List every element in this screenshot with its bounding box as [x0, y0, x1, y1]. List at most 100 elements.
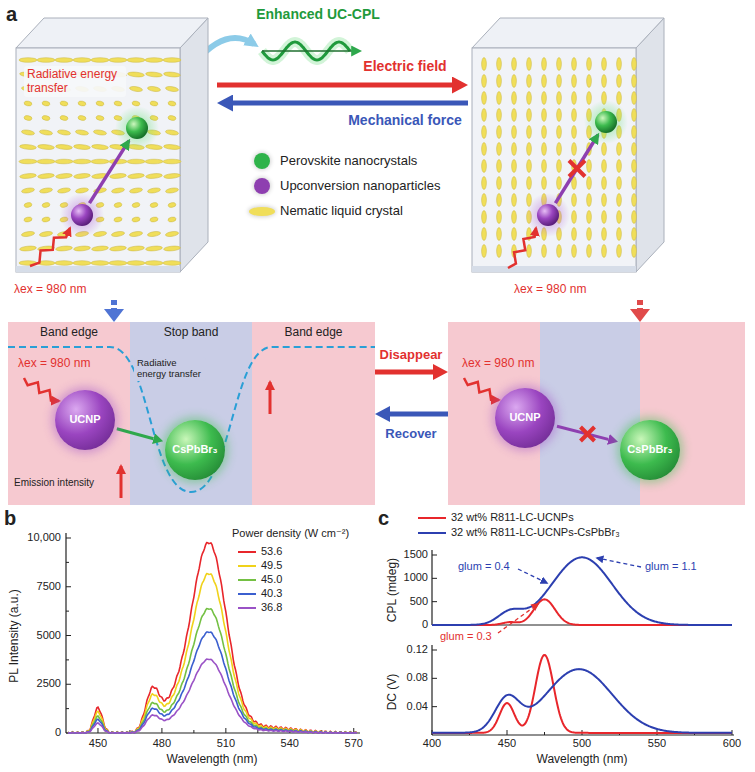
lc-molecule [114, 202, 123, 208]
lc-molecule [42, 202, 51, 208]
pl-spectrum-line [68, 543, 357, 733]
legend-ellipse-swatch [249, 207, 275, 216]
upconversion-glow [60, 193, 104, 237]
lc-molecule [497, 211, 502, 224]
energy-transfer-arrow [555, 135, 598, 203]
g-factor-note: glum = 0.4 [458, 560, 510, 573]
lc-molecule [527, 177, 532, 190]
lc-molecule [145, 159, 163, 164]
lc-molecule [165, 231, 179, 238]
particle-label: UCNP [509, 411, 540, 424]
lc-molecule [512, 58, 517, 71]
lc-molecule [602, 245, 607, 258]
lc-molecule [617, 143, 622, 156]
axis-title: DC (V) [385, 674, 399, 711]
connector-label: Recover [382, 425, 439, 443]
lc-molecule [512, 92, 517, 105]
lc-cell-drawing [12, 10, 217, 300]
lc-molecule [482, 245, 487, 258]
legend-label: 45.0 [261, 573, 282, 586]
lc-molecule [163, 173, 180, 179]
lc-molecule [512, 109, 517, 122]
connector-arrow [117, 429, 154, 439]
annotation-arrow [498, 604, 538, 633]
tick-mark [432, 650, 437, 651]
lc-molecule [37, 58, 55, 63]
lc-molecule [587, 228, 592, 241]
lc-molecule [617, 245, 622, 258]
intensity-arrow [269, 382, 272, 414]
tick-label: 450 [89, 737, 107, 750]
axis-title: Wavelength (nm) [537, 752, 628, 766]
lc-molecule [557, 245, 562, 258]
lc-molecule [73, 144, 90, 150]
lc-molecule [39, 231, 53, 238]
axis-title: Wavelength (nm) [167, 752, 258, 766]
particle-label: CsPbBr₃ [627, 443, 672, 456]
tick-label: 500 [410, 595, 428, 608]
tick-mark [66, 562, 69, 563]
lc-molecule [163, 261, 181, 266]
node-label: λex = 980 nm [514, 282, 586, 296]
lc-molecule [109, 245, 126, 251]
cpl-direction [262, 50, 360, 52]
lc-molecule [127, 71, 144, 77]
lc-molecule [602, 211, 607, 224]
lc-molecule [55, 144, 72, 150]
lc-molecule [602, 160, 607, 173]
ucnp-particle: UCNP [495, 388, 555, 448]
tick-mark [161, 728, 162, 733]
connector-label: Disappear [377, 346, 446, 364]
lc-molecule [482, 177, 487, 190]
lc-molecule [497, 228, 502, 241]
lc-molecule [21, 231, 35, 238]
lc-molecule [39, 129, 53, 136]
lc-molecule [527, 126, 532, 139]
spectrum-line [432, 599, 732, 625]
lc-molecule [163, 144, 180, 150]
band-edge-region: Band edge [252, 322, 375, 505]
annotation-arrow [518, 569, 547, 583]
tick-mark [66, 684, 71, 685]
lc-molecule [617, 194, 622, 207]
upconversion-glow [526, 193, 570, 237]
lc-molecule [165, 187, 179, 194]
panel-letter: b [4, 506, 16, 530]
lc-molecule [93, 129, 107, 136]
lc-molecule [55, 173, 72, 179]
perovskite-glow [584, 100, 628, 144]
lc-molecule [127, 58, 145, 63]
lc-molecule [91, 58, 109, 63]
band-diagram-left [8, 322, 130, 505]
lc-molecule [572, 126, 577, 139]
lc-molecule [147, 86, 161, 93]
spectrum-line [432, 669, 732, 733]
tick-mark [66, 538, 71, 539]
lc-molecule [632, 160, 637, 173]
tick-mark [66, 586, 71, 587]
glass-plate [472, 266, 636, 272]
lc-molecule [129, 231, 143, 238]
lc-molecule [617, 58, 622, 71]
lc-molecule [168, 115, 177, 121]
lc-molecule [527, 75, 532, 88]
lc-molecule [527, 143, 532, 156]
tick-mark [432, 601, 437, 602]
tick-label: 0.12 [407, 643, 428, 656]
tick-label: 450 [498, 737, 516, 750]
tick-label: 5000 [37, 629, 61, 642]
energy-transfer-arrow [89, 141, 129, 203]
lc-molecule [111, 187, 125, 194]
lc-molecule [542, 143, 547, 156]
lc-molecule [497, 194, 502, 207]
lc-molecule [24, 100, 33, 106]
lc-molecule [482, 126, 487, 139]
tick-mark [225, 728, 226, 733]
lc-molecule [163, 245, 180, 251]
axis-title: CPL (mdeg) [385, 558, 399, 622]
lc-molecule [75, 129, 89, 136]
lc-molecule [37, 144, 54, 150]
perovskite-particle: CsPbBr₃ [165, 420, 225, 480]
lc-molecule [617, 92, 622, 105]
legend-line-sample [418, 517, 446, 519]
